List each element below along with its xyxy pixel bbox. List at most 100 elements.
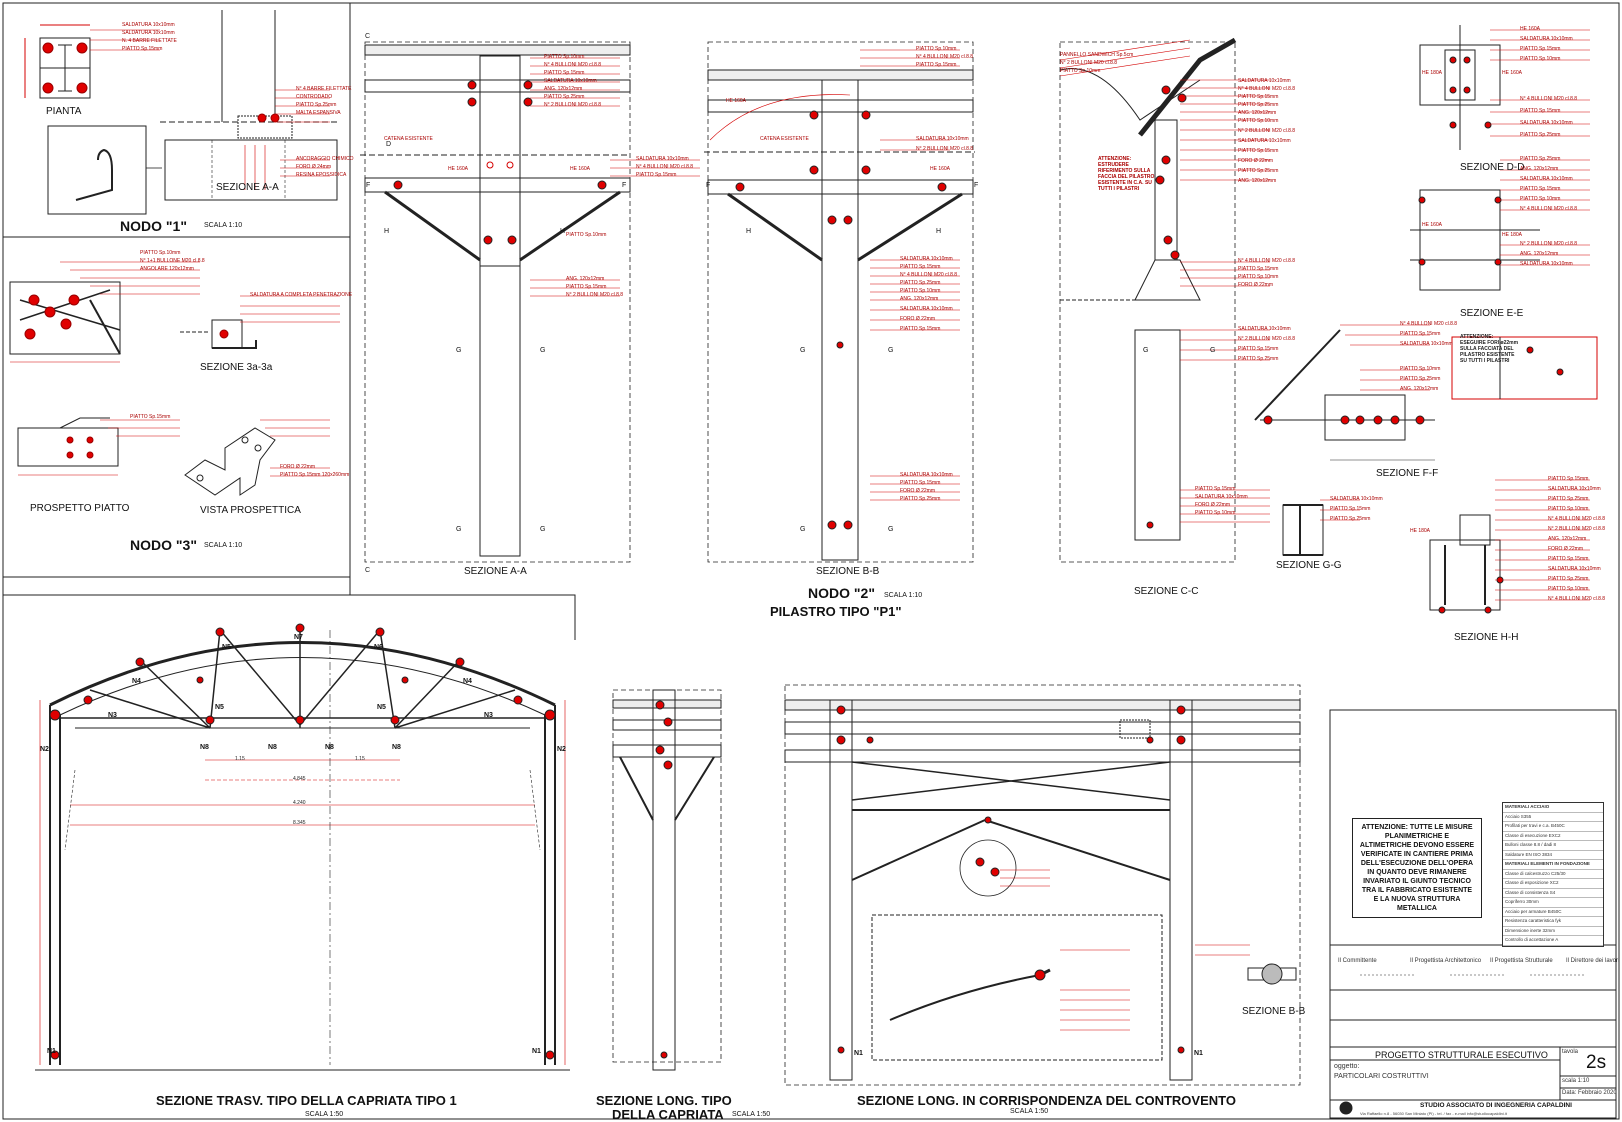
nodo2-sezione-dd (1419, 25, 1590, 150)
nodo2-callout: HE 160A (1422, 222, 1443, 228)
nodo2-callout: PIATTO Sp.15mm (1520, 108, 1561, 114)
section-mark: H (936, 228, 942, 235)
nodo2-callout: PIATTO Sp.15mm (544, 70, 585, 76)
nodo2-callout: PIATTO Sp.15mm (900, 326, 941, 332)
svg-text:C: C (365, 33, 370, 40)
nodo2-callout: PIATTO Sp.10mm (1400, 366, 1441, 372)
materials-row: Acciaio S355 (1503, 813, 1603, 822)
nodo2-callout: SALDATURA 10x10mm (1520, 261, 1573, 267)
nodo2-callout: HE 160A (1502, 70, 1523, 76)
nodo2-sezione-aa: C C (360, 33, 700, 574)
studio-address: Via Raffaello n.8 - 56030 San Miniato (P… (1360, 1111, 1507, 1116)
section-mark: H (746, 228, 752, 235)
nodo2-subtitle: PILASTRO TIPO "P1" (770, 604, 902, 619)
nodo2-callout: ANG. 120x12mm (1238, 178, 1277, 184)
materials-row: Profilati per travi e c.a. B450C (1503, 822, 1603, 832)
node-label: N3 (484, 712, 493, 719)
nodo2-callout: HE 160A (570, 166, 591, 172)
materials-row: Saldature EN ISO 3834 (1503, 851, 1603, 860)
nodo3-view-prospetto: PROSPETTO PIATTO (30, 503, 130, 514)
node-label: N8 (325, 744, 334, 751)
materials-header: MATERIALI ACCIAIO (1503, 803, 1603, 813)
nodo2-callout: PIATTO Sp.10mm (1195, 510, 1236, 516)
nodo2-callout: PANNELLO SANDWICH Sp.5cm (1060, 52, 1134, 58)
nodo1-callout: SALDATURA 10x10mm (122, 22, 175, 28)
nodo2-callout: PIATTO Sp.15mm (1330, 506, 1371, 512)
nodo2-callout: PIATTO Sp.10mm (1520, 196, 1561, 202)
nodo1-pianta (24, 24, 160, 99)
long-tipo (612, 689, 722, 1071)
materials-row: Classe di calcestruzzo C25/30 (1503, 870, 1603, 879)
nodo2-callout: N° 4 BULLONI M20 cl.8.8 (636, 164, 694, 170)
nodo2-callout: PIATTO Sp.25mm (1238, 102, 1279, 108)
node-label: N7 (294, 634, 303, 641)
nodo2-callout: PIATTO Sp.25mm (1238, 168, 1279, 174)
section-mark: F (706, 182, 711, 189)
nodo2-view-bb: SEZIONE B-B (816, 566, 880, 577)
materials-row: Controllo di accettazione A (1503, 936, 1603, 946)
nodo2-callout: PIATTO Sp.10mm (1548, 586, 1589, 592)
nodo2-view-cc: SEZIONE C-C (1134, 586, 1199, 597)
long-contr-title: SEZIONE LONG. IN CORRISPONDENZA DEL CONT… (857, 1093, 1236, 1108)
section-mark: D (386, 141, 392, 148)
signature-progettista-strutt: Il Progettista Strutturale (1490, 958, 1553, 964)
nodo2-callout: FORO Ø 22mm (1195, 502, 1231, 508)
nodo2-sezione-hh (1429, 479, 1590, 614)
nodo2-callout: N° 2 BULLONI M20 cl.8.8 (1238, 128, 1296, 134)
section-mark: G (456, 347, 462, 354)
nodo2-callout: FORO Ø 22mm (900, 488, 936, 494)
nodo3-callout: FORO Ø 22mm (280, 464, 316, 470)
nodo2-callout: PIATTO Sp.25mm (900, 496, 941, 502)
nodo2-callout: N° 2 BULLONI M20 cl.8.8 (1520, 241, 1578, 247)
nodo2-callout: SALDATURA 10x10mm (1548, 486, 1601, 492)
nodo2-callout: N° 4 BULLONI M20 cl.8.8 (1238, 86, 1296, 92)
nodo2-callout: CATENA ESISTENTE (384, 136, 433, 142)
nodo2-callout: PIATTO Sp.10mm (544, 54, 585, 60)
nodo2-callout: PIATTO Sp.10mm (566, 232, 607, 238)
nodo2-callout: FORO Ø 22mm (1238, 158, 1274, 164)
nodo1-callout: CONTRODADO (296, 94, 333, 100)
nodo2-callout: HE 160A (930, 166, 951, 172)
nodo2-scale: SCALA 1:10 (884, 592, 923, 599)
materials-row: Acciaio per armature B450C (1503, 908, 1603, 917)
nodo2-callout: SALDATURA 10x10mm (1238, 138, 1291, 144)
nodo2-callout: PIATTO Sp.25mm (1520, 156, 1561, 162)
nodo1-view-pianta: PIANTA (46, 106, 82, 117)
section-mark: G (540, 347, 546, 354)
nodo3-vista (184, 419, 330, 496)
nodo2-view-ee: SEZIONE E-E (1460, 308, 1524, 319)
materials-row: Classe di esecuzione EXC2 (1503, 832, 1603, 841)
section-mark: G (888, 347, 894, 354)
nodo2-callout: PIATTO Sp.25mm (544, 94, 585, 100)
nodo2-callout: SALDATURA 10x10mm (1238, 78, 1291, 84)
nodo2-callout: PIATTO Sp.15mm (900, 264, 941, 270)
section-mark: G (456, 526, 462, 533)
nodo3-callout: SALDATURA A COMPLETA PENETRAZIONE (250, 292, 353, 298)
nodo1-callout: N. 4 BARRE FILETTATE (122, 38, 177, 44)
nodo2-sezione-bb (704, 41, 975, 563)
nodo2-callout: N° 4 BULLONI M20 cl.8.8 (544, 62, 602, 68)
oggetto-label: oggetto: (1334, 1063, 1360, 1070)
nodo3-callout: PIATTO Sp.15mm 120x260mm (280, 472, 350, 478)
nodo2-callout: PIATTO Sp.25mm (1548, 576, 1589, 582)
dim-label: 4.240 (293, 800, 306, 806)
node-label: N5 (215, 704, 224, 711)
nodo2-callout: FORO Ø 22mm (900, 316, 936, 322)
nodo2-view-hh: SEZIONE H-H (1454, 632, 1519, 643)
section-mark: G (800, 526, 806, 533)
nodo3-callout: PIATTO Sp.10mm (140, 250, 181, 256)
date-value: Data: Febbraio 2020 (1562, 1090, 1617, 1096)
nodo2-callout: ANG. 120x12mm (1520, 251, 1559, 257)
nodo1-sezione-aa (160, 10, 340, 201)
nodo2-callout: CATENA ESISTENTE (760, 136, 809, 142)
nodo1-hook (47, 125, 162, 215)
node-label: N8 (268, 744, 277, 751)
nodo2-callout: ANG. 120x12mm (1548, 536, 1587, 542)
dim-label: 1.15 (235, 756, 245, 762)
section-mark: H (384, 228, 390, 235)
capriata-truss (35, 623, 570, 1071)
nodo2-callout: ANG. 120x12mm (1238, 110, 1277, 116)
capriata-title: SEZIONE TRASV. TIPO DELLA CAPRIATA TIPO … (156, 1093, 457, 1108)
nodo2-callout: N° 4 BULLONI M20 cl.8.8 (1238, 258, 1296, 264)
